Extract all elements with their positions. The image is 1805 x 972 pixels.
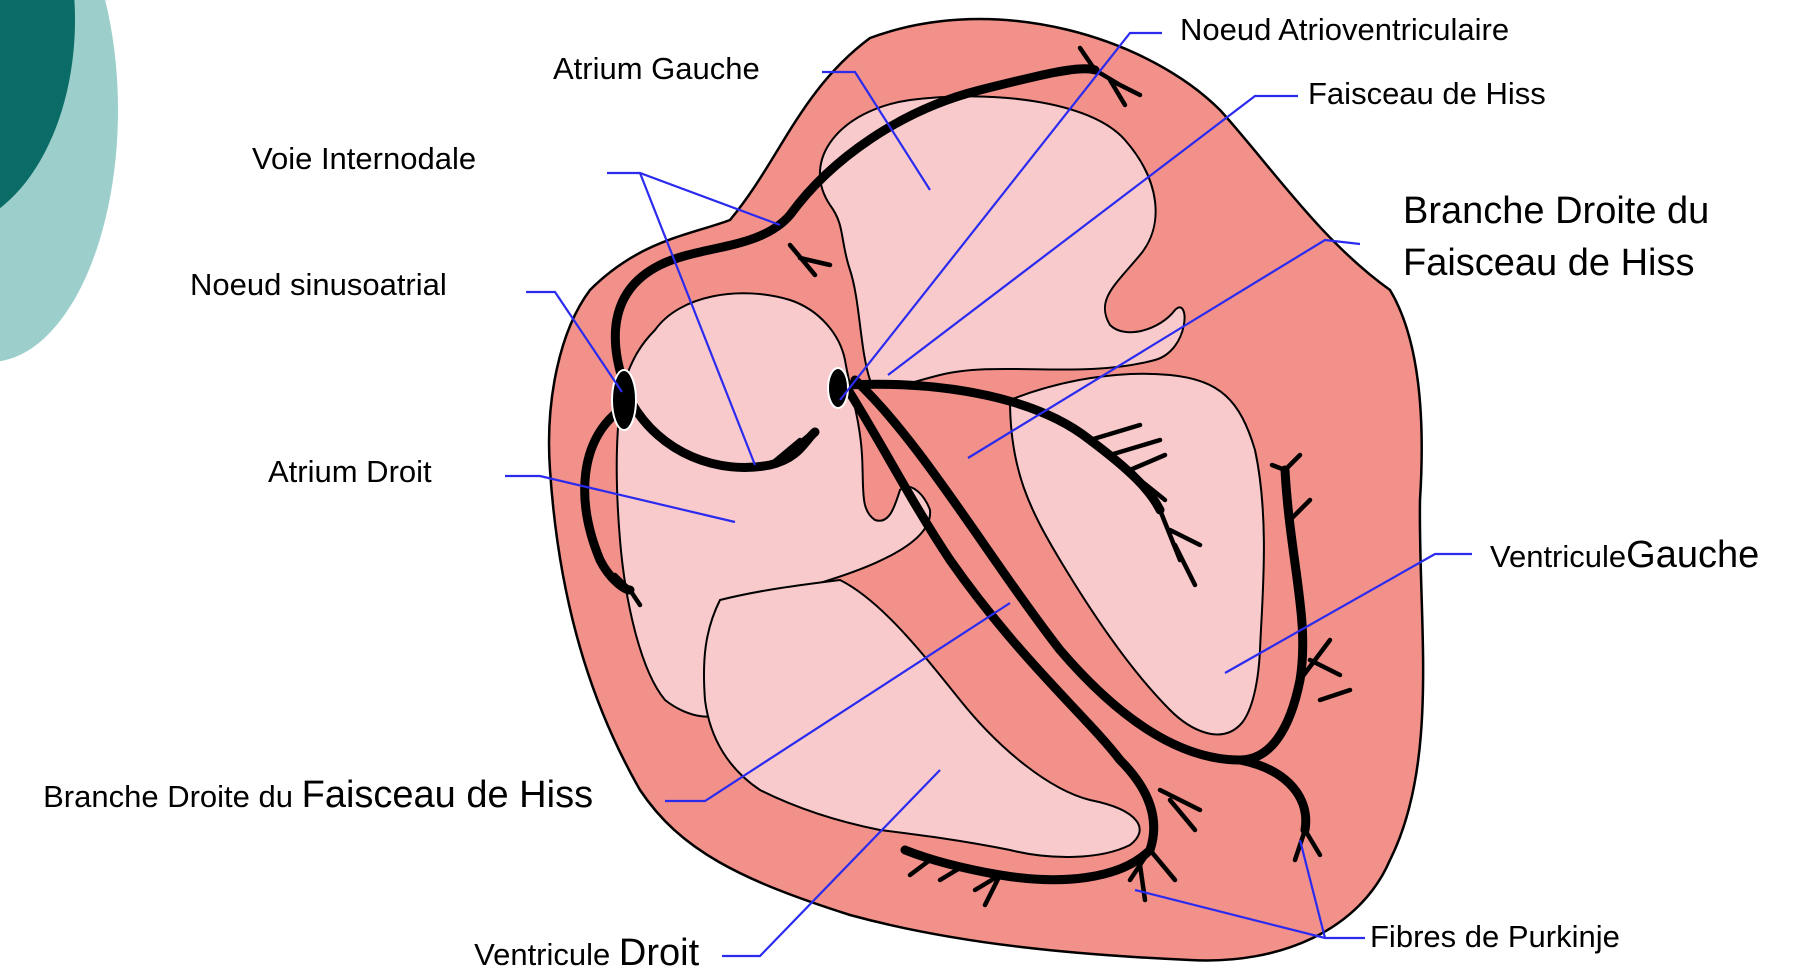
label-faisceau-his: Faisceau de Hiss: [1308, 76, 1546, 111]
label-branche-droite-bottom-big: Faisceau de Hiss: [302, 774, 593, 816]
label-ventricule-droit: Ventricule Droit: [443, 932, 721, 972]
label-voie-internodale: Voie Internodale: [252, 141, 476, 176]
decorative-corner-circles: [0, 0, 118, 362]
label-branche-droite-bottom: Branche Droite du Faisceau de Hiss: [12, 774, 615, 816]
label-ventricule-droit-big: Droit: [619, 932, 700, 972]
atrioventricular-node: [828, 368, 848, 408]
label-branche-droite-bottom-small: Branche Droite du: [43, 779, 301, 814]
label-branche-droite-line2: Faisceau de Hiss: [1403, 242, 1694, 284]
label-fibres-purkinje: Fibres de Purkinje: [1370, 919, 1620, 954]
av-node-shape: [828, 368, 848, 408]
label-branche-droite-line1: Branche Droite du: [1403, 190, 1709, 232]
label-noeud-sa: Noeud sinusoatrial: [190, 267, 447, 302]
label-atrium-droit: Atrium Droit: [268, 454, 432, 489]
label-ventricule-gauche: VentriculeGauche: [1490, 534, 1759, 576]
label-noeud-av: Noeud Atrioventriculaire: [1180, 12, 1509, 47]
label-ventricule-gauche-big: Gauche: [1626, 534, 1759, 576]
sinoatrial-node: [612, 370, 636, 430]
sa-node-shape: [612, 370, 636, 430]
label-ventricule-droit-small: Ventricule: [474, 937, 619, 972]
label-atrium-gauche: Atrium Gauche: [553, 51, 760, 86]
label-ventricule-gauche-small: Ventricule: [1490, 539, 1626, 574]
